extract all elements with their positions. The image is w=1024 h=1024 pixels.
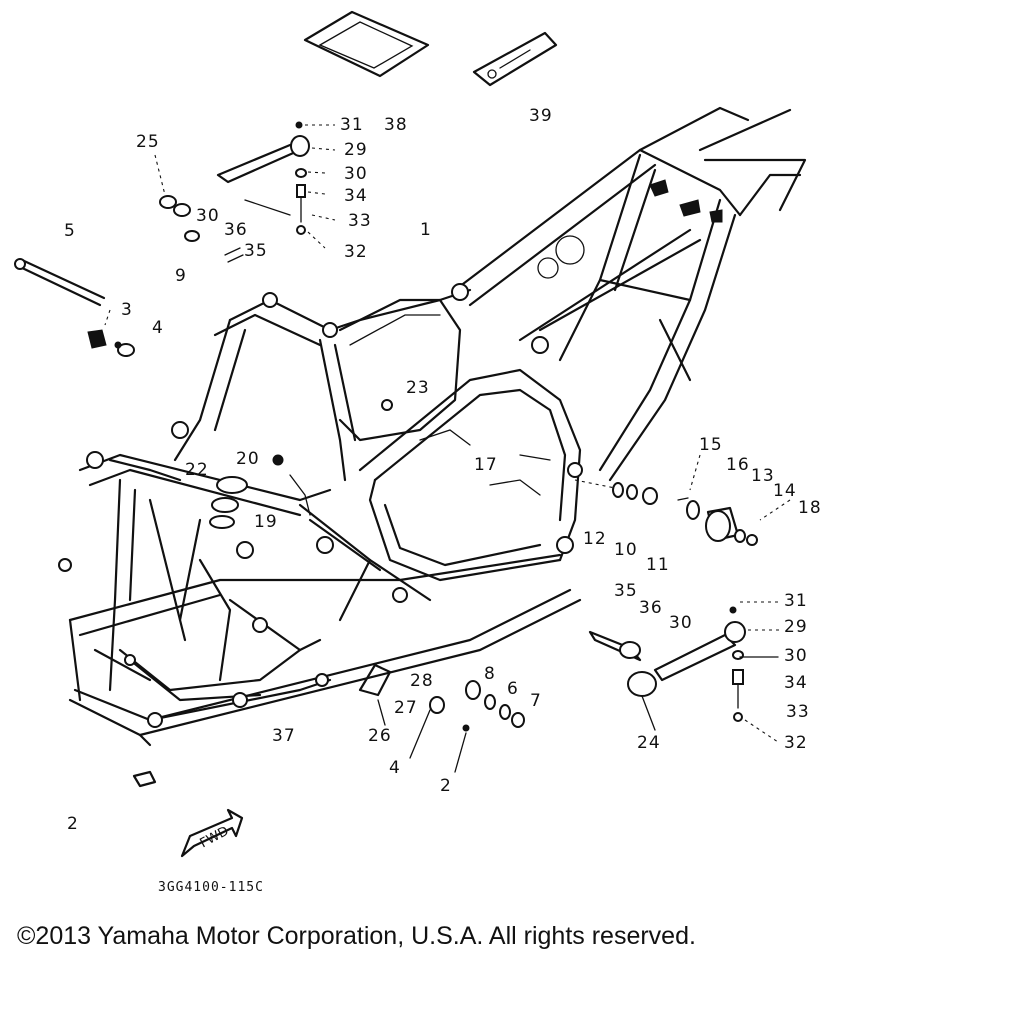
callout-15: 15 (699, 435, 723, 455)
callout-26: 26 (368, 726, 392, 746)
roller-part-13 (677, 497, 758, 546)
callout-24: 24 (637, 733, 661, 753)
callout-29-upper: 29 (344, 140, 368, 160)
callout-14: 14 (773, 481, 797, 501)
callout-32-upper: 32 (344, 242, 368, 262)
callout-33-right: 33 (786, 702, 810, 722)
strap-part-39 (472, 31, 558, 87)
callout-35-left: 35 (244, 241, 268, 261)
callout-39: 39 (529, 106, 553, 126)
callout-25: 25 (136, 132, 160, 152)
callout-18: 18 (798, 498, 822, 518)
plate-part-38 (303, 10, 430, 78)
tank-part-23 (338, 298, 462, 442)
main-frame-part-1 (58, 106, 807, 747)
callout-30-right-lower: 30 (784, 646, 808, 666)
callout-8: 8 (484, 664, 496, 684)
fwd-arrow-icon: FWD (180, 808, 244, 858)
callout-38: 38 (384, 115, 408, 135)
callout-37: 37 (272, 726, 296, 746)
lower-arm-part-24 (588, 606, 746, 731)
callout-30-left: 30 (196, 206, 220, 226)
callout-30-upper: 30 (344, 164, 368, 184)
callout-30-right: 30 (669, 613, 693, 633)
callout-7: 7 (530, 691, 542, 711)
callout-22: 22 (185, 460, 209, 480)
callout-27: 27 (394, 698, 418, 718)
clip-part-2 (132, 770, 157, 788)
callout-19: 19 (254, 512, 278, 532)
callout-23: 23 (406, 378, 430, 398)
lower-hardware-part-26 (315, 663, 525, 732)
callout-32-right: 32 (784, 733, 808, 753)
callout-33-upper: 33 (348, 211, 372, 231)
callout-3: 3 (121, 300, 133, 320)
callout-31-upper: 31 (340, 115, 364, 135)
callout-6: 6 (507, 679, 519, 699)
leader-lines (104, 124, 791, 773)
callout-12: 12 (583, 529, 607, 549)
callout-5: 5 (64, 221, 76, 241)
callout-2-lower: 2 (440, 776, 452, 796)
front-bolt-part-5 (14, 258, 135, 357)
callout-17: 17 (474, 455, 498, 475)
upper-arm-part-29 (216, 121, 310, 235)
callout-20: 20 (236, 449, 260, 469)
callout-1: 1 (420, 220, 432, 240)
bracket-part-17 (419, 429, 551, 496)
fwd-label: FWD (198, 824, 232, 851)
copyright-notice: ©2013 Yamaha Motor Corporation, U.S.A. A… (17, 922, 696, 950)
callout-29-right: 29 (784, 617, 808, 637)
callout-4-lower: 4 (389, 758, 401, 778)
callout-2-left: 2 (67, 814, 79, 834)
callout-11: 11 (646, 555, 670, 575)
callout-34-upper: 34 (344, 186, 368, 206)
callout-9: 9 (175, 266, 187, 286)
callout-31-right: 31 (784, 591, 808, 611)
callout-35-right: 35 (614, 581, 638, 601)
callout-28: 28 (410, 671, 434, 691)
callout-16: 16 (726, 455, 750, 475)
callout-10: 10 (614, 540, 638, 560)
callout-4-left: 4 (152, 318, 164, 338)
callout-36-right: 36 (639, 598, 663, 618)
callout-13: 13 (751, 466, 775, 486)
bolt-set-part-10 (574, 479, 658, 505)
diagram-code: 3GG4100-115C (158, 880, 264, 895)
bushing-part-25 (159, 195, 244, 263)
callout-36-left: 36 (224, 220, 248, 240)
bellows-part-22 (209, 454, 311, 529)
callout-34-right: 34 (784, 673, 808, 693)
